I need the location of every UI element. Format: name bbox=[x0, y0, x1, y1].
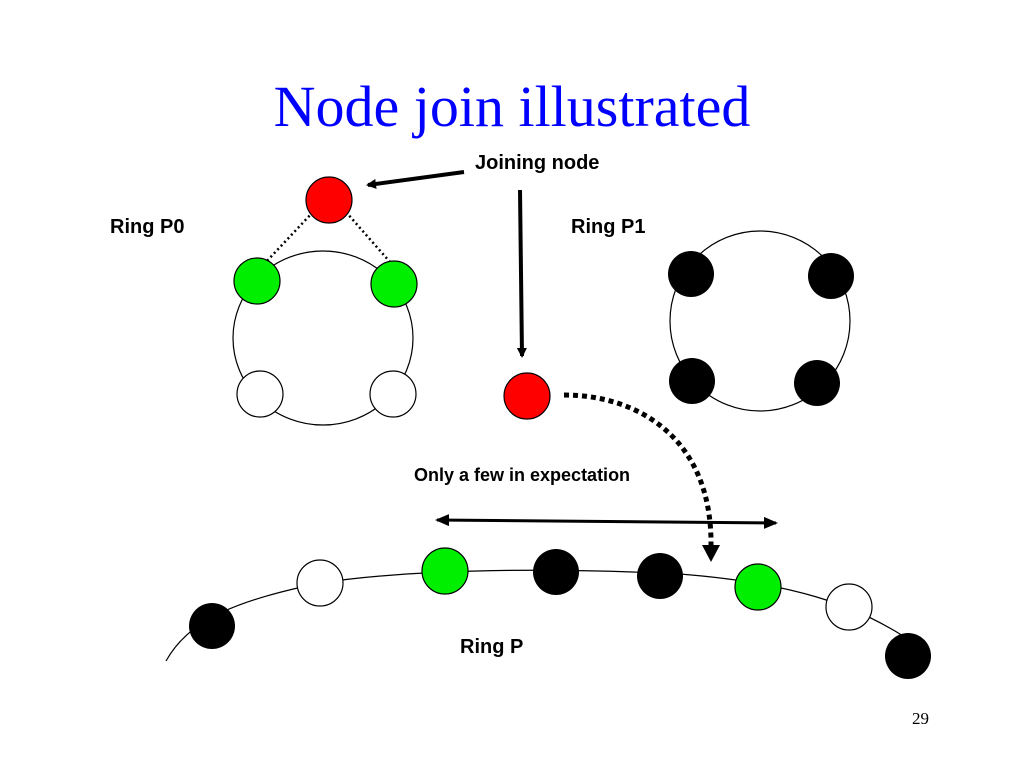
ring-p-node-8 bbox=[885, 633, 931, 679]
ring-p-node-1 bbox=[189, 603, 235, 649]
dotted-link-left bbox=[265, 211, 314, 263]
ring-p1-circle bbox=[669, 230, 851, 412]
arrow-down-to-node bbox=[516, 189, 527, 358]
ring-p0-circle bbox=[232, 250, 414, 426]
slide-number: 29 bbox=[912, 709, 929, 728]
ring-p1-node-bottom-right bbox=[794, 360, 840, 406]
arrow-to-joining-node bbox=[366, 170, 465, 189]
ring-p-node-6 bbox=[734, 563, 782, 611]
joining-node-label: Joining node bbox=[475, 152, 600, 174]
ring-p-arc bbox=[165, 569, 931, 662]
ring-p0-node-green-left bbox=[233, 257, 281, 305]
ring-p0-node-white-left bbox=[236, 370, 284, 418]
ring-p-node-2 bbox=[296, 559, 344, 607]
ring-p-node-5 bbox=[637, 553, 683, 599]
ring-p1-node-bottom-left bbox=[669, 358, 715, 404]
ring-p1-node-top-left bbox=[668, 251, 714, 297]
expectation-range-arrow bbox=[435, 514, 778, 529]
joining-node-middle bbox=[503, 372, 551, 420]
ring-p-node-4 bbox=[533, 549, 579, 595]
joining-node-top bbox=[305, 176, 353, 224]
dotted-arrow-head bbox=[702, 545, 720, 562]
ring-p-label: Ring P bbox=[460, 636, 524, 658]
dotted-link-right bbox=[345, 211, 391, 263]
dotted-curved-arrow bbox=[563, 392, 714, 546]
ring-p-node-3 bbox=[421, 547, 469, 595]
ring-p0-label: Ring P0 bbox=[110, 216, 185, 238]
ring-p0-node-green-right bbox=[370, 260, 418, 308]
ring-p-node-7 bbox=[825, 583, 873, 631]
expectation-label: Only a few in expectation bbox=[414, 465, 631, 485]
ring-p1-node-top-right bbox=[808, 253, 854, 299]
ring-p0-node-white-right bbox=[369, 370, 417, 418]
ring-p1-label: Ring P1 bbox=[571, 216, 646, 238]
slide-title: Node join illustrated bbox=[273, 74, 751, 139]
